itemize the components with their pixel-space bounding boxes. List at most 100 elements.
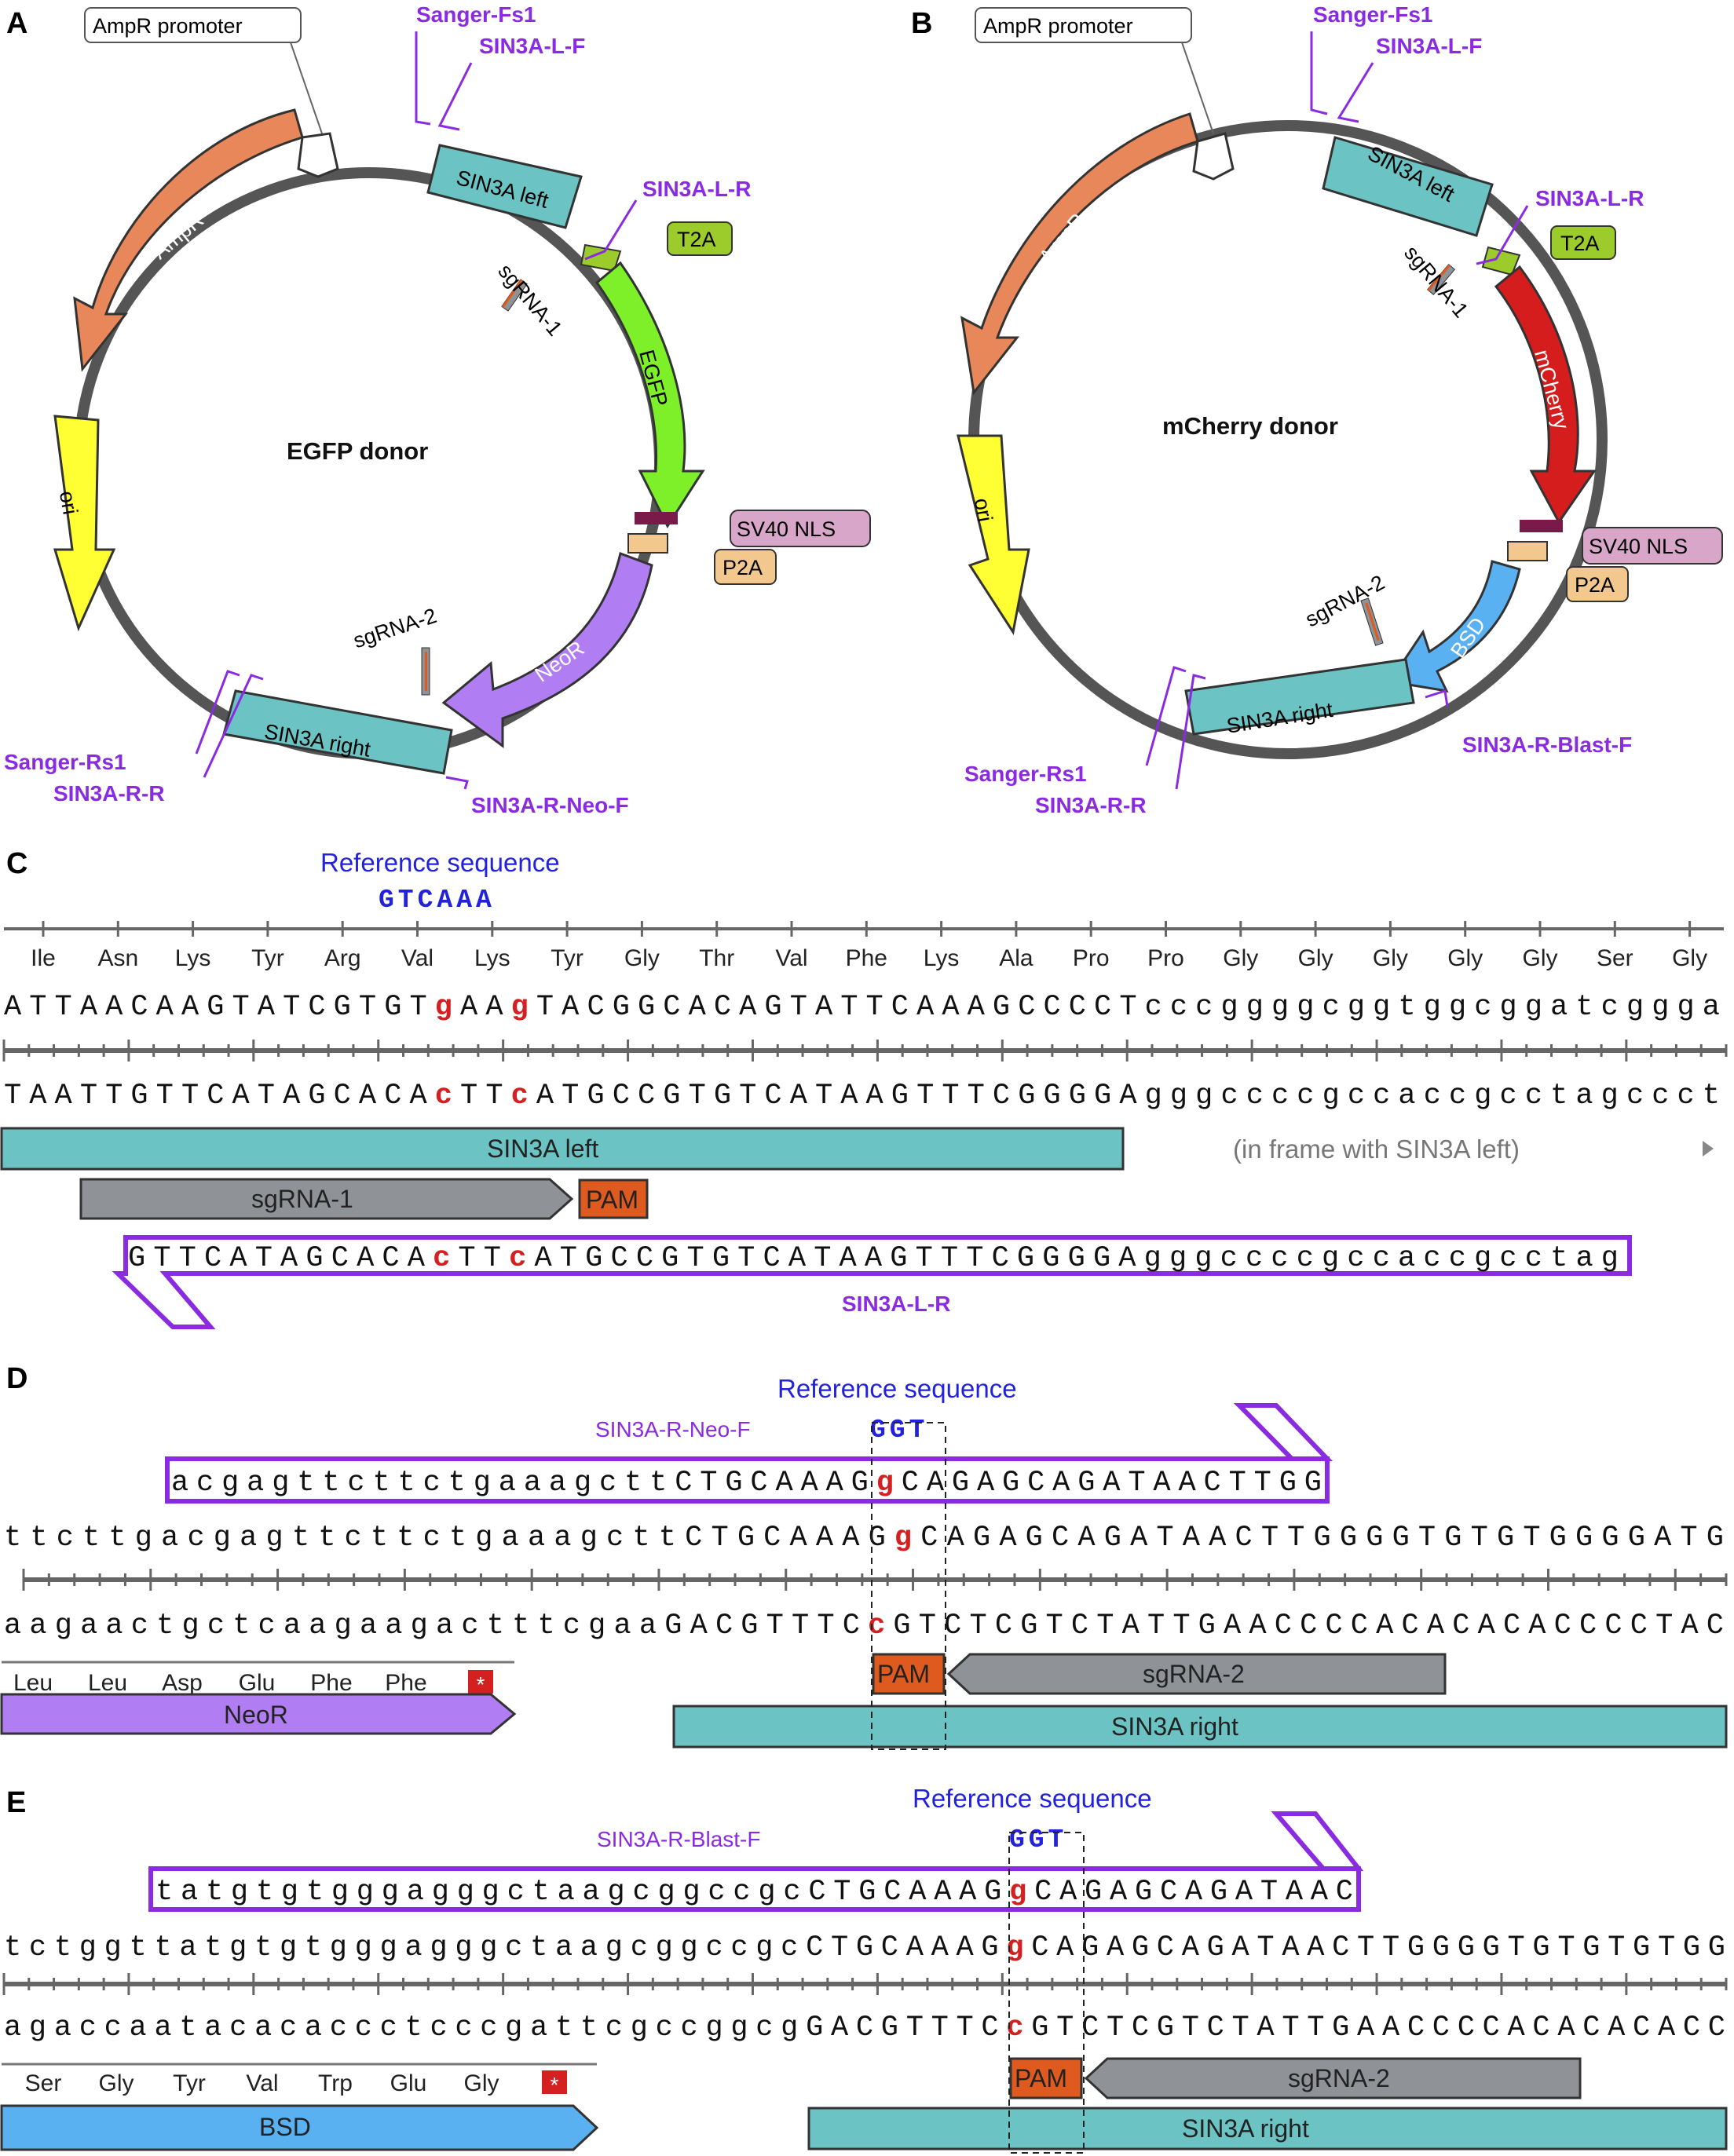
ori-label-a: ori	[55, 489, 82, 517]
panel-d-amino-acid: Leu	[88, 1670, 127, 1696]
panel-c-amino-acid: Gly	[1223, 945, 1258, 971]
ori-label-b: ori	[970, 496, 997, 524]
nls-box-a	[730, 510, 871, 547]
panel-c-amino-acid: Gly	[1447, 945, 1483, 971]
panel-c-primer-mutation-base: c	[433, 1242, 450, 1275]
panel-c-sin3a-left-label: SIN3A left	[487, 1135, 598, 1163]
panel-c-primer-segment: ATGCCGTGTCATAAGTTTCGGGGAgggccccgccaccgcc…	[534, 1242, 1619, 1275]
panel-c-in-frame-arrow	[1703, 1141, 1714, 1157]
sgrna-2-glyph-b	[1360, 597, 1384, 646]
primer-neo-f-mark-a	[445, 776, 469, 790]
panel-c-primer-segment: GTTCATAGCACA	[128, 1242, 426, 1275]
panel-e-primer-segment: CAGAGCAGATAAC	[1034, 1876, 1353, 1909]
panel-c-amino-acid: Ile	[31, 945, 56, 971]
ori-feature-b	[957, 434, 1030, 635]
panel-e: E Reference sequence SIN3A-R-Blast-F GGT…	[0, 1784, 1728, 2154]
panel-e-ref-label: Reference sequence	[913, 1784, 1152, 1813]
panel-c-amino-acid: Gly	[1373, 945, 1408, 971]
p2a-chunk-a	[627, 533, 668, 554]
panel-c-primer-segment: TT	[458, 1242, 501, 1275]
panel-e-sin3a-right-label: SIN3A right	[1182, 2114, 1309, 2143]
sgrna-1-glyph-b	[1426, 263, 1456, 296]
sgrna-2-label-a: sgRNA-2	[350, 604, 439, 652]
primer-sanger-rs1-label-a: Sanger-Rs1	[4, 750, 126, 774]
sgrna-2-glyph-a	[421, 647, 430, 696]
primer-sanger-rs1-label-b: Sanger-Rs1	[964, 762, 1087, 786]
panel-e-sgrna-2-label: sgRNA-2	[1288, 2064, 1390, 2092]
panel-e-highlight-box	[1008, 1832, 1085, 2154]
panel-d-sgrna-2-label: sgRNA-2	[1143, 1660, 1245, 1688]
panel-e-ref-seq: GGT	[1009, 1825, 1067, 1855]
panel-c-top-segment: TACGGCACAGTATTCAAAGCCCCTcccggggcggtggcgg…	[536, 991, 1720, 1024]
panel-c-ref-label: Reference sequence	[320, 848, 560, 877]
panel-c-bottom-segment: TT	[460, 1080, 503, 1113]
panel-d-bottom-mutation-base: c	[868, 1610, 885, 1643]
panel-c-amino-acid: Lys	[175, 945, 211, 971]
ampr-feature-a	[73, 108, 304, 372]
panel-e-bottom-strand: agaccaatacacaccctcccgattcgccggcgGACGTTTC…	[4, 2012, 1725, 2045]
ampr-feature-b	[960, 112, 1199, 396]
primer-marks-top-b	[1310, 31, 1374, 123]
sin3a-right-feature-b	[1184, 658, 1415, 736]
panel-c-primer-outline	[112, 1235, 1632, 1329]
ampr-promoter-label-b: AmpR promoter	[983, 14, 1133, 38]
ampr-promoter-label-a: AmpR promoter	[93, 14, 243, 38]
panel-c-amino-acid: Tyr	[251, 945, 284, 971]
t2a-box-b	[1550, 225, 1616, 260]
panel-c-top-mutation-base: g	[435, 991, 452, 1024]
plasmid-a-title: EGFP donor	[287, 437, 428, 465]
panel-e-ruler	[2, 1973, 1728, 1995]
panel-e-letter: E	[6, 1786, 26, 1819]
panel-c-primer-label: SIN3A-L-R	[842, 1292, 950, 1316]
panel-c-amino-acid: Thr	[699, 945, 734, 971]
panel-d-amino-acid: Asp	[162, 1670, 203, 1696]
panel-d-primer-outline	[165, 1403, 1333, 1504]
sin3a-right-feature-a	[222, 689, 453, 775]
panel-a: A SIN3A left T2A EGFP SV40 NLS P2A NeoR …	[4, 2, 871, 817]
panel-e-top-mutation-base: g	[1006, 1931, 1023, 1964]
panel-c-sgrna-1-label: sgRNA-1	[251, 1185, 353, 1213]
panel-c-bottom-segment: ATGCCGTGTCATAAGTTTCGGGGAgggccccgccaccgcc…	[536, 1080, 1720, 1113]
p2a-label-a: P2A	[722, 556, 763, 579]
panel-d-primer-mutation-base: g	[876, 1467, 894, 1500]
panel-d-top-segment: ttcttgacgagttcttctgaaagcttCTGCAAAG	[4, 1522, 886, 1555]
panel-d-amino-acid: Phe	[310, 1670, 352, 1696]
ampr-promoter-arrow-a	[297, 132, 339, 178]
sgrna-1-label-b: sgRNA-1	[1399, 241, 1472, 322]
p2a-box-b	[1566, 566, 1629, 602]
p2a-chunk-b	[1507, 541, 1548, 561]
mcherry-feature-b	[1494, 265, 1597, 524]
panel-d-top-segment: CAGAGCAGATAACTTGGGGTGTGTGGGGATG	[920, 1522, 1724, 1555]
panel-d-primer-segment: acgagttcttctgaaagcttCTGCAAAG	[171, 1467, 869, 1500]
panel-c-amino-acid: Ala	[999, 945, 1033, 971]
panel-d-sin3a-right-track	[672, 1705, 1728, 1749]
egfp-feature-a	[594, 261, 705, 529]
panel-d-bottom-segment: GTCTCGTCTATTGAACCCCACACACACCCCTAC	[893, 1610, 1724, 1643]
panel-c-bottom-mutation-base: c	[435, 1080, 452, 1113]
panel-c-amino-acid: Pro	[1147, 945, 1184, 971]
panel-c-amino-acid: Phe	[846, 945, 887, 971]
primer-sin3a-r-r-label-a: SIN3A-R-R	[53, 781, 165, 806]
sgrna-1-glyph-a	[501, 279, 528, 312]
primer-blast-f-mark-b	[1425, 689, 1449, 707]
primer-sin3a-l-f-label-a: SIN3A-L-F	[479, 34, 585, 58]
panel-c-amino-acid: Tyr	[551, 945, 583, 971]
panel-b-letter: B	[911, 7, 932, 40]
ampr-promoter-arrow-b	[1192, 132, 1235, 181]
ampr-promoter-box-a	[84, 7, 302, 43]
panel-d: D Reference sequence SIN3A-R-Neo-F GGT a…	[0, 1362, 1728, 1750]
panel-c-amino-acid: Lys	[924, 945, 960, 971]
nls-chunk-b	[1520, 520, 1563, 532]
panel-d-letter: D	[6, 1362, 27, 1395]
panel-d-pam-box	[872, 1653, 946, 1695]
ori-feature-a	[53, 415, 116, 632]
primer-sin3a-l-r-label-b: SIN3A-L-R	[1535, 186, 1644, 210]
panel-d-bottom-segment: aagaactgctcaagaagactttcgaaGACGTTTC	[4, 1610, 860, 1643]
nls-chunk-a	[635, 512, 678, 524]
panel-c-amino-acid: Pro	[1073, 945, 1110, 971]
ampr-promoter-box-b	[975, 7, 1192, 43]
